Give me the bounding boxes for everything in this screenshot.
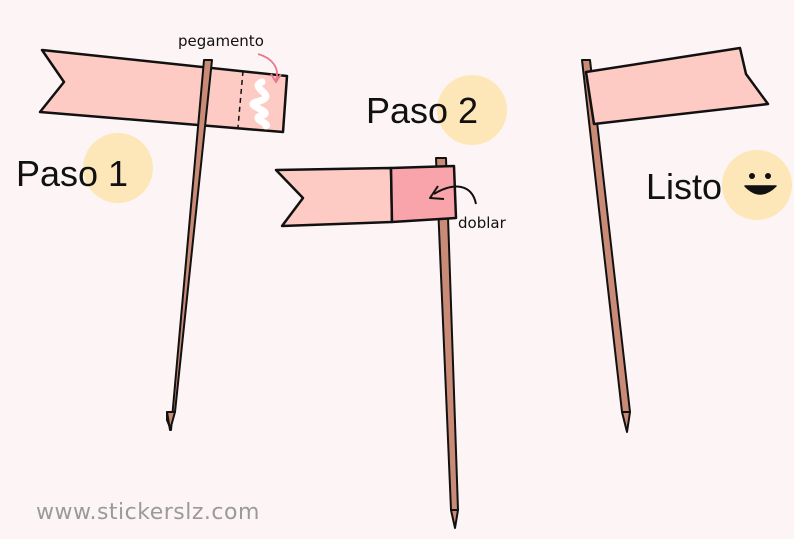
smiley-face-icon [744, 173, 777, 195]
step1-group: Paso 1 pegamento [16, 32, 289, 431]
step2-group: Paso 2 doblar [274, 75, 507, 529]
step1-flag [38, 48, 289, 134]
step1-stick-tip [166, 411, 176, 431]
step2-stick-tip [450, 509, 459, 529]
done-label: Listo [646, 166, 722, 207]
step2-highlight-circle [437, 75, 507, 145]
step1-label: Paso 1 [16, 153, 128, 194]
fold-arrow [433, 185, 477, 205]
step1-highlight-circle [83, 133, 153, 203]
step2-label: Paso 2 [366, 90, 478, 131]
done-stick-tip [621, 411, 631, 433]
website-url: www.stickerslz.com [36, 500, 260, 525]
glue-label: pegamento [178, 32, 264, 50]
step1-glue-boundary [237, 70, 244, 128]
fold-label: doblar [458, 214, 507, 232]
glue-squiggle [249, 78, 271, 130]
step2-fold-flap [389, 164, 458, 224]
fold-arrowhead [429, 185, 445, 200]
glue-arrowhead [270, 73, 282, 84]
done-group: Listo [581, 46, 792, 433]
done-highlight-circle [722, 150, 792, 220]
done-flag [584, 46, 770, 126]
glue-arrow [257, 53, 278, 81]
step2-flag [274, 166, 394, 228]
